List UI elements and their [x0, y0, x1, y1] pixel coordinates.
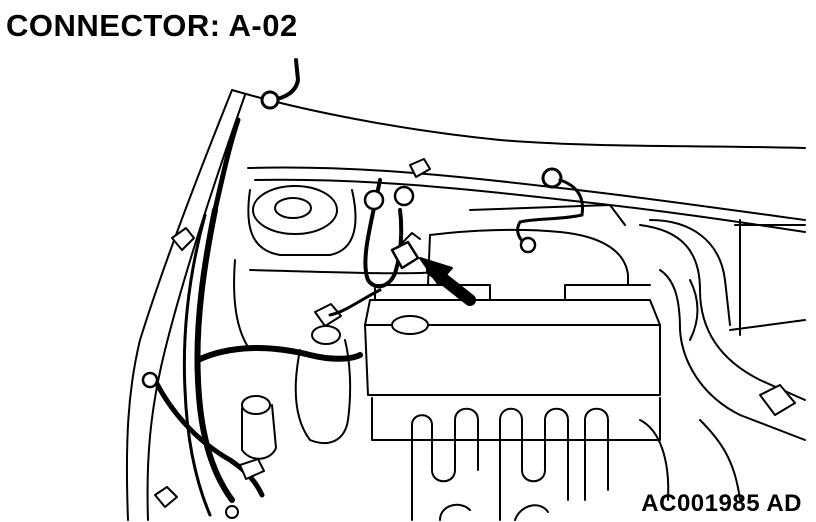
- hood-wiring: [212, 58, 300, 213]
- connector-wiring: [314, 158, 431, 327]
- fender-harness: [141, 207, 363, 519]
- figure-code: AC001985 AD: [641, 490, 802, 517]
- connector-title: CONNECTOR: A-02: [6, 8, 298, 43]
- hood-outline: [125, 89, 806, 521]
- intake-hose: [639, 219, 806, 501]
- battery: [364, 204, 661, 396]
- ground-bolt: [516, 167, 585, 254]
- coolant-reservoir: [241, 325, 352, 460]
- reservoir-cap: [233, 185, 441, 351]
- engine-block: [371, 397, 670, 521]
- pointer-arrow: [419, 257, 476, 306]
